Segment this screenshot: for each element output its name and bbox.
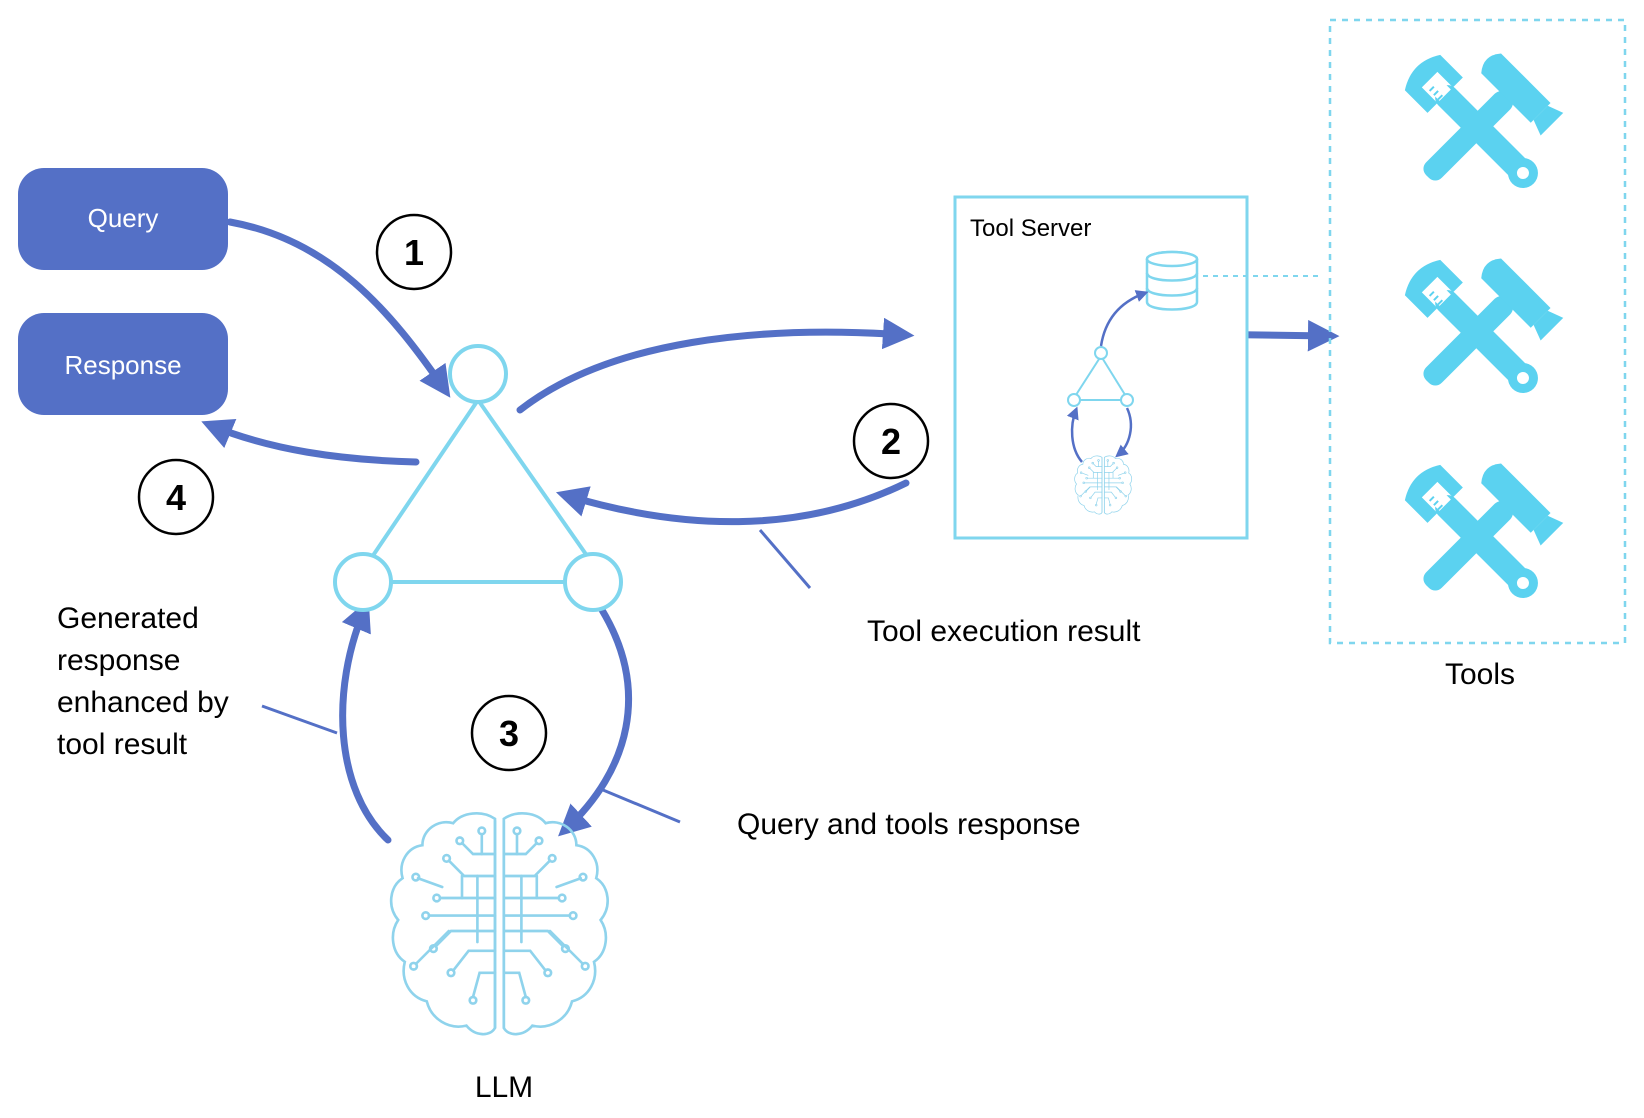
arrow-agent-to-response [201,418,420,466]
flow-arrows [201,218,1340,844]
callout-generated-response [261,704,338,735]
arrow-llm-to-agent [339,599,392,844]
step-4: 4 [137,458,215,536]
callout-lines [261,529,812,824]
callout-tool-execution-result [758,529,812,589]
database-icon [1145,250,1199,311]
callout-query-and-tools-response [602,788,681,824]
arrow-tool-server-to-agent [555,479,910,526]
arrow-query-to-agent [226,218,451,398]
step-1-number: 1 [404,232,424,273]
step-2: 2 [852,402,930,480]
step-2-number: 2 [881,421,901,462]
tools-box: Tools [1328,18,1627,691]
query-node: Query [18,168,228,270]
step-3-number: 3 [499,713,519,754]
mini-agent-icon [1067,346,1134,407]
tool-server-label: Tool Server [970,215,1091,242]
tool-execution-result-label: Tool execution result [867,615,1141,648]
response-label: Response [64,350,181,380]
generated-response-line-2: response [57,644,180,677]
generated-response-label: Generated response enhanced by tool resu… [57,602,229,761]
hammer-wrench-icon [1397,251,1565,419]
hammer-wrench-icon [1397,46,1565,214]
query-label: Query [88,203,159,233]
step-3: 3 [470,694,548,772]
step-4-number: 4 [166,477,186,518]
arrow-agent-to-tool-server [516,317,915,414]
llm-brain-icon [389,812,609,1036]
agent-triangle-icon [333,344,623,612]
llm-label: LLM [475,1071,533,1104]
generated-response-line-1: Generated [57,602,199,635]
tools-label: Tools [1445,658,1515,691]
tool-server-box: Tool Server [953,195,1322,540]
query-and-tools-response-label: Query and tools response [737,808,1081,841]
generated-response-line-3: enhanced by [57,686,229,719]
step-1: 1 [375,213,453,291]
arrow-agent-to-llm [558,606,632,837]
hammer-wrench-icon [1397,456,1565,624]
generated-response-line-4: tool result [57,728,188,761]
response-node: Response [18,313,228,415]
